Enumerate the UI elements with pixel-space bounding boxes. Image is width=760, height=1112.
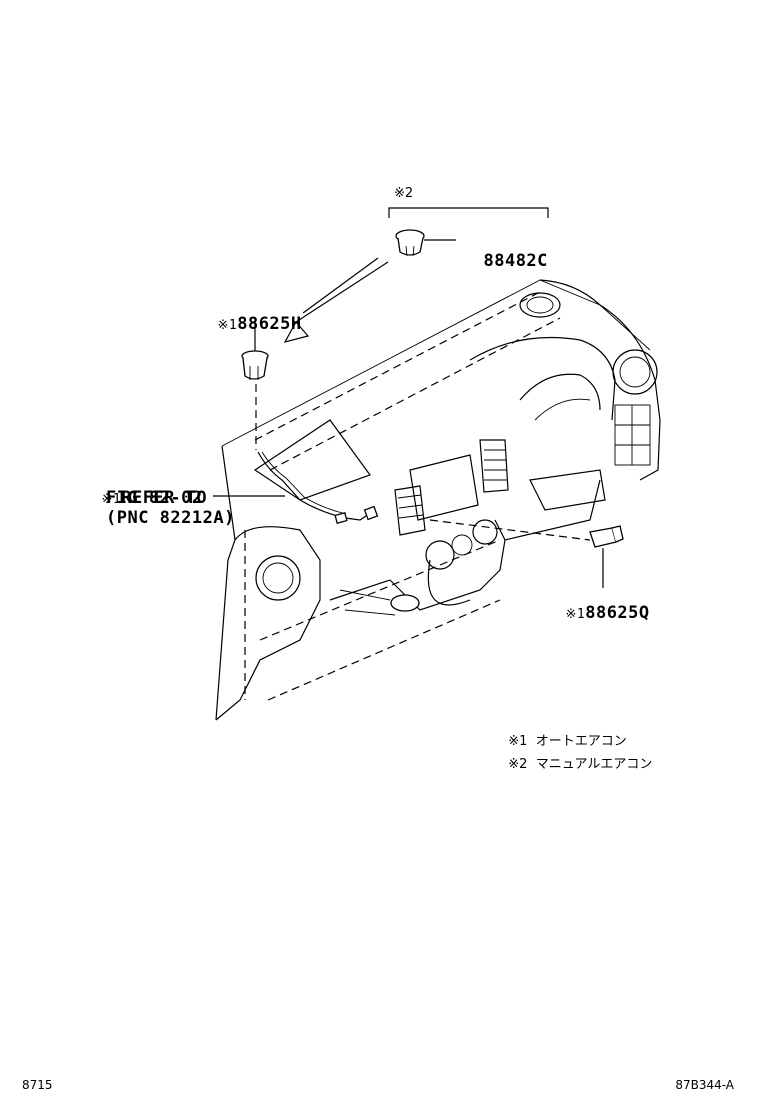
clip-88482c-drawing [395,229,456,257]
sensor-88625h-drawing [241,318,269,450]
part-label-88482c[interactable]: 88482C [462,231,548,271]
reference-line-2: FIG 82-02 [106,488,203,508]
sensor-88625q-drawing [429,519,624,588]
part-number: 88625H [237,314,302,334]
part-number: 88625Q [585,603,650,623]
part-number: 88482C [483,251,548,271]
reference-note[interactable]: ※1REFER TO [80,468,207,510]
reference-line-1: REFER TO [121,488,208,508]
legend-text: マニュアルエアコン [535,757,653,772]
option-mark: ※1 [217,318,238,333]
legend-text: オートエアコン [535,734,627,749]
reference-line-3: (PNC 82212A) [106,508,235,528]
legend-item-1: ※1 オートエアコン [500,718,627,750]
instrument-panel-drawing [215,279,661,721]
option-mark: ※1 [565,607,586,622]
bracket-option-mark: ※2 [394,186,414,201]
legend-mark: ※2 [508,757,528,772]
legend-item-2: ※2 マニュアルエアコン [500,741,652,773]
footer-left-code: 8715 [22,1078,53,1092]
option-mark: ※1 [101,492,122,507]
legend-mark: ※1 [508,734,528,749]
direction-arrow [283,257,389,343]
footer-right-code: 87B344-A [675,1078,734,1092]
option-bracket [388,207,549,218]
part-label-88625q[interactable]: ※188625Q [544,583,650,625]
part-label-88625h[interactable]: ※188625H [196,294,302,336]
